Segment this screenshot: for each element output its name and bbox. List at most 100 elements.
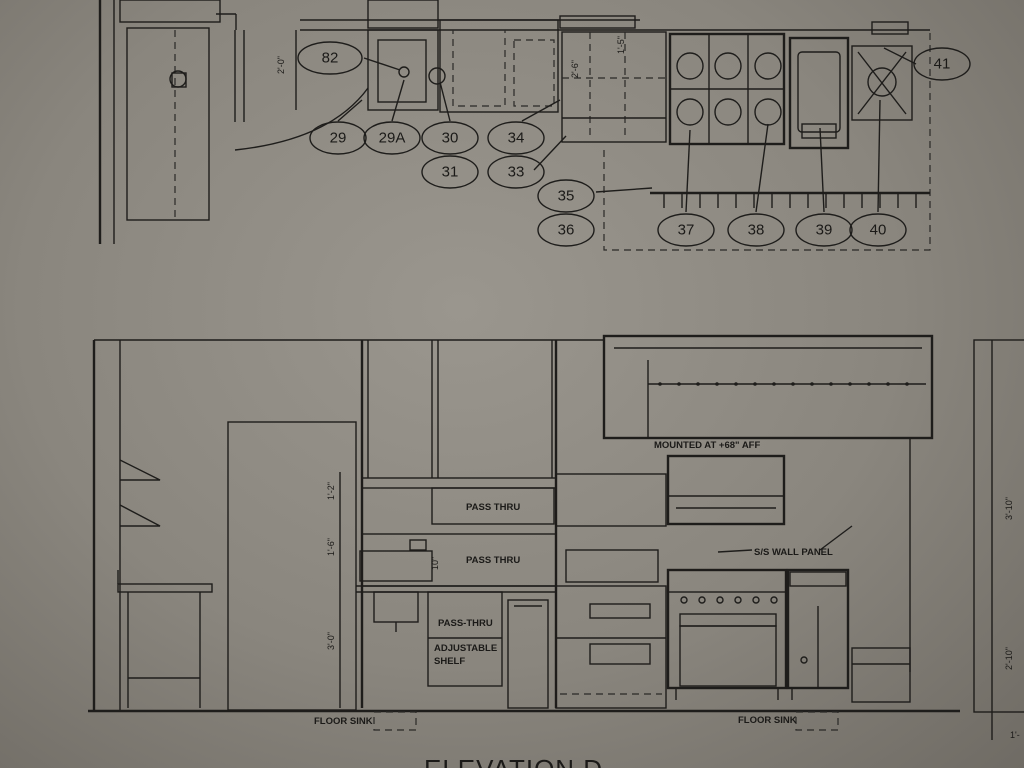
elev-pass-thru-upper bbox=[431, 487, 555, 525]
elev-drawer-handle-1 bbox=[589, 603, 651, 619]
elev-tall-unit bbox=[507, 599, 549, 709]
svg-text:33: 33 bbox=[508, 164, 525, 181]
plan-hand-sink bbox=[367, 29, 439, 111]
tag-40: 40 bbox=[849, 213, 907, 247]
svg-text:38: 38 bbox=[748, 222, 765, 239]
elev-dim-2: 1'-6" bbox=[326, 538, 336, 556]
plan-dim-1: 2'-0" bbox=[276, 56, 286, 74]
elev-range bbox=[666, 568, 788, 690]
note-floor-sink-1: FLOOR SINK bbox=[314, 716, 373, 727]
tag-36: 36 bbox=[537, 213, 595, 247]
elev-wall-panel-leader-2 bbox=[717, 549, 753, 553]
elevation-view: PASS THRU PASS THRU PASS-THRU ADJUSTABLE… bbox=[88, 334, 1024, 768]
plan-counter-top bbox=[367, 0, 439, 29]
svg-text:37: 37 bbox=[678, 222, 695, 239]
hood-filter-dot bbox=[658, 382, 662, 386]
elev-dim-4: 3'-0" bbox=[326, 632, 336, 650]
elev-salamander bbox=[666, 454, 786, 526]
svg-text:35: 35 bbox=[558, 188, 575, 205]
elevation-title: ELEVATION D bbox=[424, 754, 603, 768]
svg-text:82: 82 bbox=[322, 50, 339, 67]
plan-tags: 82 29 29A 30 31 34 33 35 36 37 38 39 40 … bbox=[297, 41, 971, 247]
plan-fryer-vat bbox=[797, 51, 841, 133]
elev-right-frame bbox=[973, 339, 1024, 713]
plan-dim-2: 2'-6" bbox=[570, 60, 580, 78]
hood-filter-dot bbox=[867, 382, 871, 386]
note-adjustable-1: ADJUSTABLE bbox=[434, 643, 497, 654]
svg-text:29A: 29A bbox=[379, 130, 406, 147]
tag-34: 34 bbox=[487, 121, 545, 155]
elev-range-knobs bbox=[680, 596, 778, 604]
plan-prep-area bbox=[439, 19, 559, 113]
plan-pass-thru bbox=[452, 29, 506, 107]
svg-text:41: 41 bbox=[934, 56, 951, 73]
hood-filter-dot bbox=[677, 382, 681, 386]
plan-hood-ticks bbox=[663, 193, 917, 208]
hood-filter-dot bbox=[905, 382, 909, 386]
plan-fryer-basket bbox=[801, 123, 837, 139]
tag-30: 30 bbox=[421, 121, 479, 155]
plan-equipment-diag-2 bbox=[857, 51, 907, 115]
tag-35: 35 bbox=[537, 179, 595, 213]
note-adjustable-2: SHELF bbox=[434, 656, 465, 667]
plan-equipment-40 bbox=[851, 45, 913, 121]
plan-pass-thru-2 bbox=[513, 39, 555, 107]
hood-filter-dot bbox=[753, 382, 757, 386]
hood-filter-dot bbox=[886, 382, 890, 386]
elev-range-top bbox=[667, 569, 787, 593]
tag-82: 82 bbox=[297, 41, 363, 75]
note-pass-thru-middle: PASS THRU bbox=[466, 555, 520, 566]
note-pass-thru-upper: PASS THRU bbox=[466, 502, 520, 513]
elev-refrigerated-base bbox=[555, 585, 667, 709]
elev-hood bbox=[602, 334, 934, 440]
note-mounted: MOUNTED AT +68" AFF bbox=[654, 440, 760, 451]
plan-dim-3: 1'-5" bbox=[616, 36, 626, 54]
elev-small-stand bbox=[851, 647, 911, 703]
plan-hood-outline bbox=[603, 30, 931, 251]
elev-lower-cabinet bbox=[427, 591, 503, 687]
hood-filter-dot bbox=[734, 382, 738, 386]
elev-drawer-handle-2 bbox=[589, 643, 651, 665]
elev-fryer-top bbox=[789, 571, 847, 587]
plan-cooler-box bbox=[126, 27, 210, 221]
plan-leaders bbox=[337, 47, 917, 213]
plan-counter-top-2 bbox=[559, 15, 636, 29]
plan-refrigerated-base bbox=[561, 31, 667, 143]
tag-38: 38 bbox=[727, 213, 785, 247]
elev-wall-shelf-1 bbox=[119, 459, 161, 481]
note-pass-thru-lower: PASS-THRU bbox=[438, 618, 493, 629]
hood-filter-dot bbox=[791, 382, 795, 386]
elev-oven-handle bbox=[679, 613, 777, 627]
svg-text:30: 30 bbox=[442, 130, 459, 147]
elev-oven-door bbox=[679, 625, 777, 687]
elev-sink-bowl bbox=[373, 591, 419, 623]
tag-39: 39 bbox=[795, 213, 853, 247]
elev-dim-6: 2'-10" bbox=[1004, 647, 1014, 670]
elev-wall-shelf-2 bbox=[119, 504, 161, 527]
plan-burners bbox=[670, 34, 784, 144]
hood-filter-dot bbox=[715, 382, 719, 386]
elev-work-table-top bbox=[117, 583, 213, 593]
plan-drain-box bbox=[171, 72, 187, 88]
elev-pass-thru-sill bbox=[361, 477, 557, 489]
hood-filter-dot bbox=[772, 382, 776, 386]
elev-door bbox=[227, 421, 357, 711]
elev-hand-sink bbox=[359, 550, 433, 582]
elev-dim-3: 10" bbox=[430, 557, 440, 570]
elev-dim-5: 3'-10" bbox=[1004, 497, 1014, 520]
hood-filter-dot bbox=[696, 382, 700, 386]
elev-floor-sink-1 bbox=[373, 711, 417, 731]
elev-pass-thru-middle bbox=[361, 533, 557, 587]
tag-41: 41 bbox=[913, 47, 971, 81]
svg-text:31: 31 bbox=[442, 164, 459, 181]
elev-floor-sink-2 bbox=[795, 711, 839, 731]
note-floor-sink-2: FLOOR SINK bbox=[738, 715, 797, 726]
svg-text:39: 39 bbox=[816, 222, 833, 239]
tag-31: 31 bbox=[421, 155, 479, 189]
elev-dim-1: 1'-2" bbox=[326, 482, 336, 500]
tag-33: 33 bbox=[487, 155, 545, 189]
plan-fryer bbox=[788, 36, 850, 150]
svg-text:29: 29 bbox=[330, 130, 347, 147]
